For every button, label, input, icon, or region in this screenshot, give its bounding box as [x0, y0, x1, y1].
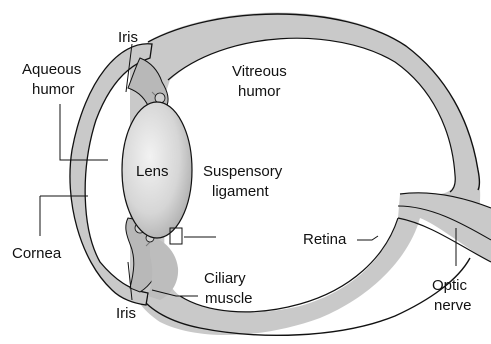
- label-lens: Lens: [136, 163, 169, 180]
- label-optic-2: nerve: [434, 297, 472, 314]
- label-vitreous-2: humor: [238, 83, 281, 100]
- label-aqueous-2: humor: [32, 81, 75, 98]
- label-aqueous-1: Aqueous: [22, 61, 81, 78]
- label-retina: Retina: [303, 231, 347, 248]
- label-cornea: Cornea: [12, 245, 62, 262]
- label-ciliary-1: Ciliary: [204, 270, 246, 287]
- label-optic-1: Optic: [432, 277, 468, 294]
- label-suspensory-1: Suspensory: [203, 163, 283, 180]
- label-vitreous-1: Vitreous: [232, 63, 287, 80]
- label-iris-bottom: Iris: [116, 305, 136, 322]
- label-ciliary-2: muscle: [205, 290, 253, 307]
- label-suspensory-2: ligament: [212, 183, 270, 200]
- label-iris-top: Iris: [118, 29, 138, 46]
